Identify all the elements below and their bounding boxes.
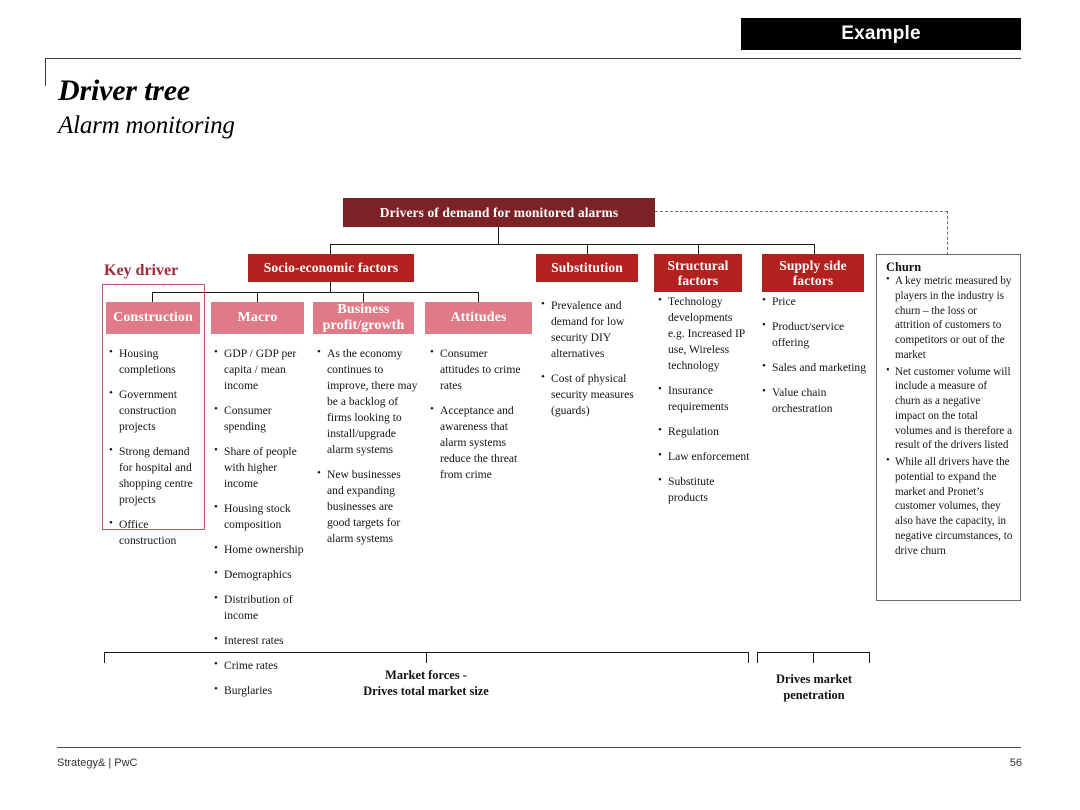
list-item: Interest rates bbox=[214, 632, 308, 649]
column-structural-bullets: Technology developments e.g. Increased I… bbox=[658, 293, 750, 515]
list-item: Product/service offering bbox=[762, 318, 867, 351]
bracket-market-forces-label: Market forces - Drives total market size bbox=[363, 668, 489, 698]
churn-title: Churn bbox=[886, 260, 922, 274]
box-construction: Construction bbox=[106, 302, 200, 334]
key-driver-label: Key driver bbox=[104, 262, 179, 279]
list-item: Technology developments e.g. Increased I… bbox=[658, 293, 750, 374]
connector-to-construction bbox=[152, 292, 154, 302]
page-subtitle: Alarm monitoring bbox=[58, 112, 235, 139]
connector-to-business bbox=[363, 292, 365, 302]
column-attitudes-bullets: Consumer attitudes to crime ratesAccepta… bbox=[430, 345, 527, 492]
bullet-list: PriceProduct/service offeringSales and m… bbox=[762, 293, 867, 417]
list-item: Government construction projects bbox=[109, 386, 199, 435]
connector-level3-rail bbox=[152, 292, 478, 294]
list-item: Housing stock composition bbox=[214, 500, 308, 533]
bullet-list: Technology developments e.g. Increased I… bbox=[658, 293, 750, 506]
column-construction-bullets: Housing completionsGovernment constructi… bbox=[109, 345, 199, 558]
list-item: Burglaries bbox=[214, 682, 308, 699]
list-item: Consumer spending bbox=[214, 402, 308, 435]
connector-to-macro bbox=[257, 292, 259, 302]
list-item: A key metric measured by players in the … bbox=[886, 273, 1013, 363]
connector-level2-rail bbox=[330, 244, 815, 246]
box-structural-factors: Structural factors bbox=[654, 254, 742, 292]
list-item: Consumer attitudes to crime rates bbox=[430, 345, 527, 394]
connector-socio-stem bbox=[330, 282, 332, 293]
column-business-bullets: As the economy continues to improve, the… bbox=[317, 345, 418, 556]
column-macro-bullets: GDP / GDP per capita / mean incomeConsum… bbox=[214, 345, 308, 708]
bullet-list: GDP / GDP per capita / mean incomeConsum… bbox=[214, 345, 308, 699]
footer-brand: Strategy& | PwC bbox=[57, 757, 138, 769]
bullet-list: Prevalence and demand for low security D… bbox=[541, 297, 637, 419]
list-item: Sales and marketing bbox=[762, 359, 867, 376]
example-badge: Example bbox=[741, 18, 1021, 50]
list-item: Crime rates bbox=[214, 657, 308, 674]
bullet-list: A key metric measured by players in the … bbox=[886, 273, 1013, 558]
list-item: As the economy continues to improve, the… bbox=[317, 345, 418, 458]
connector-to-socio bbox=[330, 244, 332, 255]
connector-to-supply bbox=[814, 244, 816, 255]
list-item: Cost of physical security measures (guar… bbox=[541, 370, 637, 419]
box-substitution: Substitution bbox=[536, 254, 638, 282]
page-title: Driver tree bbox=[58, 74, 190, 107]
column-supply-side-bullets: PriceProduct/service offeringSales and m… bbox=[762, 293, 867, 426]
list-item: Share of people with higher income bbox=[214, 443, 308, 492]
box-attitudes: Attitudes bbox=[425, 302, 532, 334]
list-item: Acceptance and awareness that alarm syst… bbox=[430, 402, 527, 483]
list-item: Office construction bbox=[109, 516, 199, 549]
box-macro: Macro bbox=[211, 302, 304, 334]
bracket-market-penetration-label: Drives market penetration bbox=[775, 672, 853, 702]
list-item: Demographics bbox=[214, 566, 308, 583]
list-item: Insurance requirements bbox=[658, 382, 750, 415]
list-item: Prevalence and demand for low security D… bbox=[541, 297, 637, 362]
list-item: GDP / GDP per capita / mean income bbox=[214, 345, 308, 394]
list-item: Regulation bbox=[658, 423, 750, 440]
header-accent-tick bbox=[45, 58, 46, 86]
bullet-list: As the economy continues to improve, the… bbox=[317, 345, 418, 547]
root-box: Drivers of demand for monitored alarms bbox=[343, 198, 655, 227]
bullet-list: Housing completionsGovernment constructi… bbox=[109, 345, 199, 549]
list-item: New businesses and expanding businesses … bbox=[317, 466, 418, 547]
list-item: Housing completions bbox=[109, 345, 199, 378]
list-item: Law enforcement bbox=[658, 448, 750, 465]
connector-root-stem bbox=[498, 227, 500, 245]
bracket-market-forces bbox=[104, 652, 749, 664]
list-item: Strong demand for hospital and shopping … bbox=[109, 443, 199, 508]
list-item: Price bbox=[762, 293, 867, 310]
list-item: Home ownership bbox=[214, 541, 308, 558]
churn-bullets: A key metric measured by players in the … bbox=[886, 273, 1013, 560]
list-item: Substitute products bbox=[658, 473, 750, 506]
connector-to-attitudes bbox=[478, 292, 480, 302]
list-item: Net customer volume will include a measu… bbox=[886, 364, 1013, 454]
footer-divider bbox=[57, 747, 1021, 748]
list-item: While all drivers have the potential to … bbox=[886, 454, 1013, 558]
box-socio-economic-factors: Socio-economic factors bbox=[248, 254, 414, 282]
box-supply-side-factors: Supply side factors bbox=[762, 254, 864, 292]
dashed-connector-horizontal bbox=[655, 211, 948, 212]
header-divider bbox=[45, 58, 1021, 59]
connector-to-substitution bbox=[587, 244, 589, 255]
list-item: Value chain orchestration bbox=[762, 384, 867, 417]
dashed-connector-vertical bbox=[947, 211, 948, 255]
page-number: 56 bbox=[1009, 757, 1022, 769]
connector-to-structural bbox=[698, 244, 700, 255]
box-business-profit-growth: Business profit/growth bbox=[313, 302, 414, 334]
column-substitution-bullets: Prevalence and demand for low security D… bbox=[541, 297, 637, 428]
bracket-market-penetration bbox=[757, 652, 870, 664]
list-item: Distribution of income bbox=[214, 591, 308, 624]
bullet-list: Consumer attitudes to crime ratesAccepta… bbox=[430, 345, 527, 483]
